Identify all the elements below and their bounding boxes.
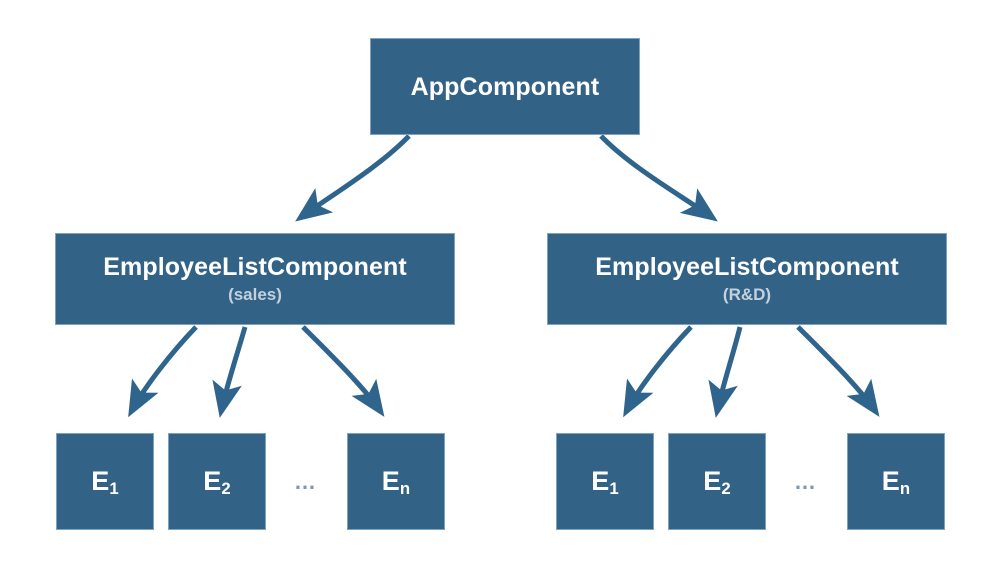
employee-index: 1 bbox=[609, 479, 619, 499]
node-employee-rnd-n[interactable]: En bbox=[847, 433, 945, 530]
node-app-component-label: AppComponent bbox=[410, 72, 600, 101]
employee-index: 2 bbox=[221, 479, 231, 499]
node-employee-sales-2[interactable]: E2 bbox=[168, 433, 266, 530]
node-app-component[interactable]: AppComponent bbox=[370, 38, 640, 135]
node-employee-list-sales[interactable]: EmployeeListComponent (sales) bbox=[55, 233, 455, 325]
node-employee-sales-n-label: En bbox=[381, 466, 411, 499]
node-employee-list-rnd-sublabel: (R&D) bbox=[722, 285, 772, 305]
edge-sales-to-e1 bbox=[128, 325, 198, 418]
employee-letter: E bbox=[881, 466, 900, 497]
node-employee-list-sales-label: EmployeeListComponent bbox=[103, 253, 407, 282]
edge-sales-to-en bbox=[301, 325, 385, 417]
node-employee-rnd-2[interactable]: E2 bbox=[668, 433, 766, 530]
node-employee-sales-n[interactable]: En bbox=[347, 433, 445, 530]
node-employee-sales-2-label: E2 bbox=[203, 466, 231, 499]
node-employee-rnd-n-label: En bbox=[881, 466, 911, 499]
employee-index: 2 bbox=[721, 479, 731, 499]
employee-index: n bbox=[399, 479, 411, 499]
edge-rnd-to-e2 bbox=[708, 326, 743, 418]
employee-letter: E bbox=[91, 466, 110, 497]
node-employee-sales-1-label: E1 bbox=[91, 466, 119, 499]
node-employee-sales-1[interactable]: E1 bbox=[56, 433, 154, 530]
node-employee-rnd-1-label: E1 bbox=[591, 466, 619, 499]
edge-rnd-to-en bbox=[796, 325, 880, 417]
node-employee-rnd-1[interactable]: E1 bbox=[556, 433, 654, 530]
node-employee-rnd-2-label: E2 bbox=[703, 466, 731, 499]
node-employee-list-sales-sublabel: (sales) bbox=[228, 285, 282, 305]
node-employee-list-rnd[interactable]: EmployeeListComponent (R&D) bbox=[547, 233, 947, 325]
employee-index: 1 bbox=[109, 479, 119, 499]
ellipsis-rnd: … bbox=[794, 469, 818, 494]
employee-letter: E bbox=[703, 466, 722, 497]
edge-rnd-to-e1 bbox=[623, 325, 693, 418]
employee-index: n bbox=[899, 479, 911, 499]
node-employee-list-rnd-label: EmployeeListComponent bbox=[595, 253, 899, 282]
edge-app-to-rnd bbox=[599, 134, 718, 222]
employee-letter: E bbox=[381, 466, 400, 497]
employee-letter: E bbox=[591, 466, 610, 497]
employee-letter: E bbox=[203, 466, 222, 497]
ellipsis-sales: … bbox=[294, 469, 318, 494]
edge-app-to-sales bbox=[295, 134, 411, 222]
edge-sales-to-e2 bbox=[212, 326, 248, 418]
